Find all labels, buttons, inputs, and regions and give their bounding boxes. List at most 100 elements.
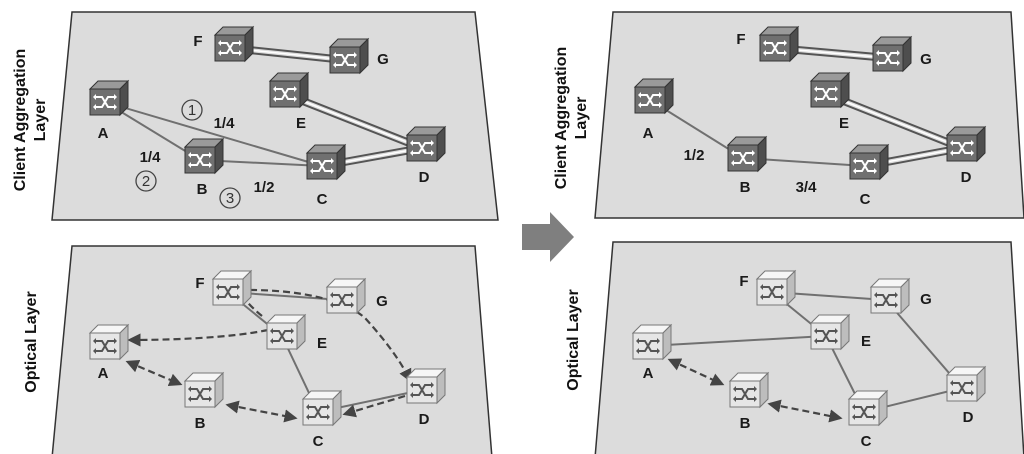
switch-icon (853, 158, 877, 174)
switch-icon (330, 292, 354, 308)
step-marker-number-2: 2 (142, 173, 150, 190)
client-plane-before (51, 11, 499, 221)
after-client-node-f (758, 25, 800, 63)
before-optical-node-label-d: D (419, 411, 430, 428)
before-client-node-g (328, 37, 370, 75)
before-optical-node-label-b: B (195, 415, 206, 432)
before-client-node-f (213, 25, 255, 63)
after-optical-node-label-b: B (740, 415, 751, 432)
after-optical-node-label-e: E (861, 333, 871, 350)
before-client-node-b (183, 137, 225, 175)
before-optical-node-a (88, 323, 130, 361)
after-client-node-label-g: G (920, 51, 932, 68)
after-optical-node-d (945, 365, 987, 403)
nodes (88, 25, 987, 427)
link-e-d (825, 93, 963, 149)
before-client-node-label-b: B (197, 181, 208, 198)
layer-labels: Client Aggregation Layer Optical Layer C… (12, 47, 590, 393)
switch-icon (188, 386, 212, 402)
before-client-node-label-c: C (317, 191, 328, 208)
switch-icon (876, 50, 900, 66)
link-e-d (284, 93, 423, 149)
fiber-a-e (647, 335, 827, 347)
right-arrow-icon (522, 212, 574, 262)
client-plane-after (594, 11, 1024, 219)
switch-icon (874, 292, 898, 308)
switch-icon (760, 284, 784, 300)
labels: ABCDEFGABCDEFGABCDEFGABCDEFG1/41/41/21/2… (98, 31, 974, 450)
before-client-node-c (305, 143, 347, 181)
switch-icon (814, 328, 838, 344)
after-optical-node-f (755, 269, 797, 307)
optical-layer-label-left: Optical Layer (23, 291, 40, 392)
before-optical-node-d (405, 367, 447, 405)
lightpath-b-c (767, 399, 843, 423)
switch-icon (306, 404, 330, 420)
before-optical-node-b (183, 371, 225, 409)
after-client-node-label-e: E (839, 115, 849, 132)
link-e-d (283, 95, 422, 152)
after-optical-node-c (847, 389, 889, 427)
link-a-c (104, 101, 323, 167)
before-client-node-e (268, 71, 310, 109)
switch-icon (410, 382, 434, 398)
before-optical-node-label-a: A (98, 365, 109, 382)
optical-plane-after (594, 241, 1024, 454)
after-client-node-d (945, 125, 987, 163)
after-client-node-label-b: B (740, 179, 751, 196)
before-client-node-label-g: G (377, 51, 389, 68)
after-client-node-label-a: A (643, 125, 654, 142)
after-client-node-label-c: C (860, 191, 871, 208)
after-optical-node-label-f: F (739, 273, 748, 290)
edge-label-a-b: 1/4 (140, 149, 162, 166)
switch-icon (93, 94, 117, 110)
switch-icon (731, 150, 755, 166)
lightpath-f-d (249, 288, 412, 383)
switch-icon (216, 284, 240, 300)
after-client-node-g (871, 35, 913, 73)
client-layer-label-right-1: Client Aggregation (553, 47, 570, 190)
before-optical-node-label-g: G (376, 293, 388, 310)
link-e-d (826, 90, 964, 147)
link-e-d (824, 95, 962, 152)
before-optical-node-c (301, 389, 343, 427)
after-client-node-label-d: D (961, 169, 972, 186)
before-optical-node-e (265, 313, 307, 351)
step-marker-2 (135, 170, 157, 192)
client-layer-label-left-1: Client Aggregation (12, 49, 29, 192)
client-layer-label-right-2: Layer (573, 97, 590, 140)
before-optical-node-label-c: C (313, 433, 324, 450)
switch-icon (218, 40, 242, 56)
before-client-node-label-e: E (296, 115, 306, 132)
after-optical-node-b (728, 371, 770, 409)
switch-icon (950, 380, 974, 396)
switch-icon (814, 86, 838, 102)
before-optical-node-f (211, 269, 253, 307)
before-optical-node-g (325, 277, 367, 315)
switch-icon (273, 86, 297, 102)
switch-icon (310, 158, 334, 174)
edge-label-b-c: 1/2 (254, 179, 275, 196)
switch-icon (188, 152, 212, 168)
lightpath-a-b (667, 358, 725, 386)
switch-icon (270, 328, 294, 344)
before-optical-node-label-e: E (317, 335, 327, 352)
link-e-d (285, 90, 424, 147)
after-client-node-a (633, 77, 675, 115)
before-optical-node-label-f: F (195, 275, 204, 292)
optical-layer-label-right: Optical Layer (565, 289, 582, 390)
before-client-node-d (405, 125, 447, 163)
switch-icon (93, 338, 117, 354)
after-client-node-b (726, 135, 768, 173)
after-optical-node-e (809, 313, 851, 351)
lightpath-b-c (225, 400, 298, 423)
after-optical-node-label-c: C (861, 433, 872, 450)
switch-icon (333, 52, 357, 68)
edge-label-a-c: 1/4 (214, 115, 236, 132)
after-client-node-label-f: F (736, 31, 745, 48)
switch-icon (733, 386, 757, 402)
client-layer-label-left-2: Layer (32, 99, 49, 142)
after-client-node-c (848, 143, 890, 181)
step-marker-number-3: 3 (226, 190, 234, 207)
